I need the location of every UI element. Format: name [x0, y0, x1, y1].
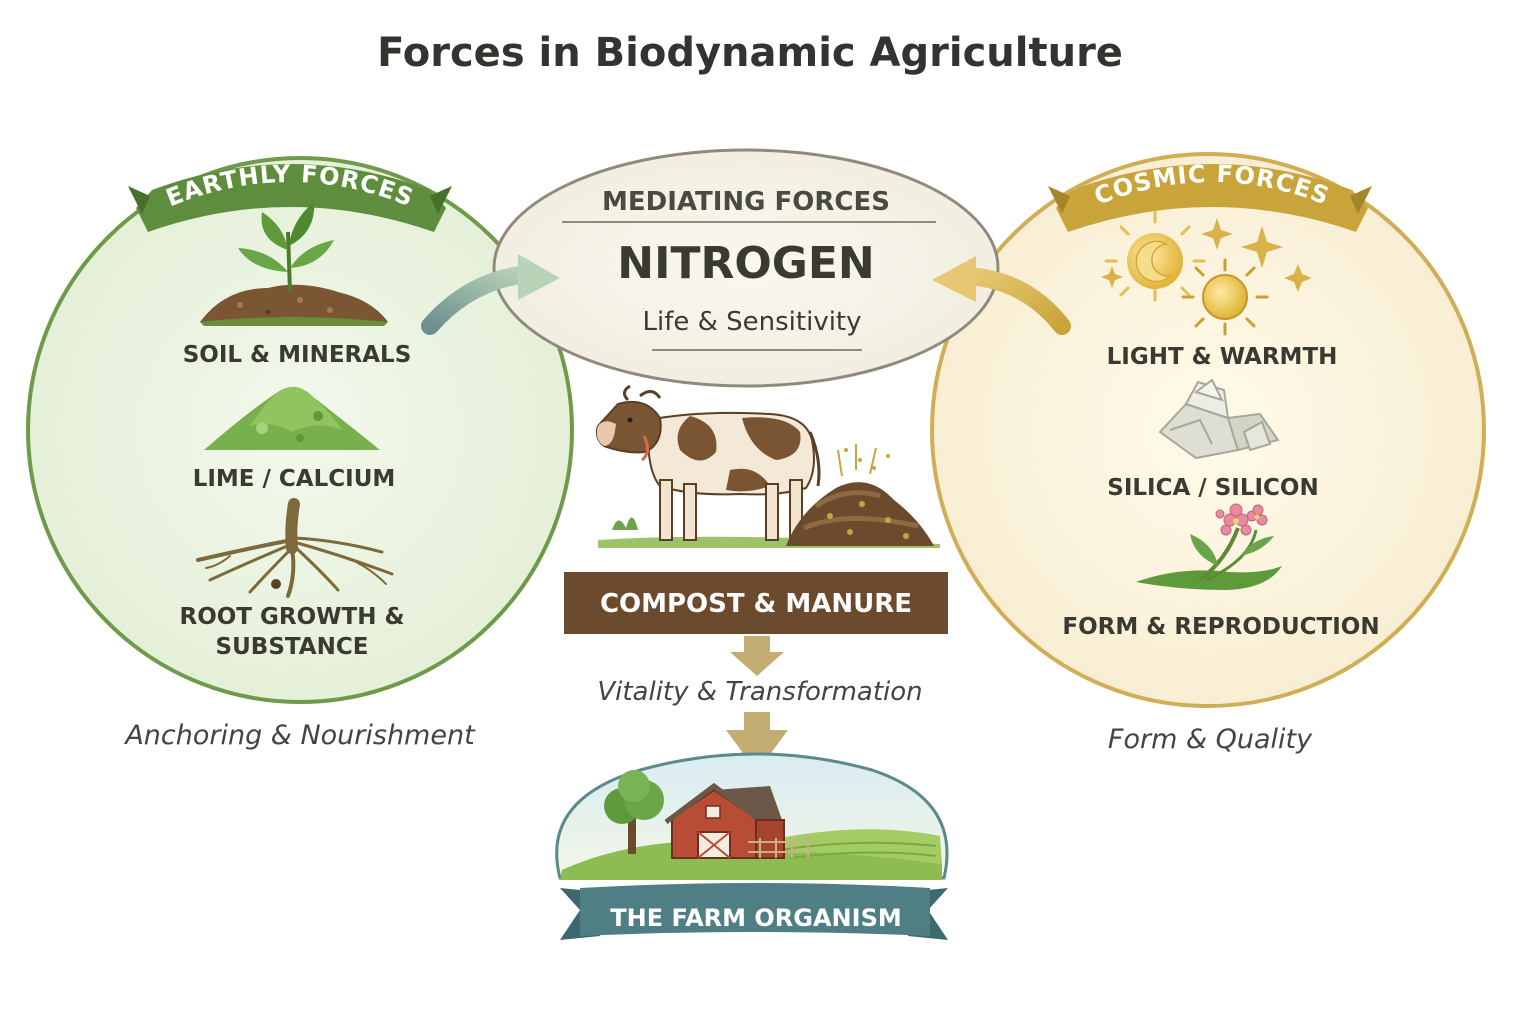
compost-down-arrow	[730, 636, 784, 676]
earthly-caption: Anchoring & Nourishment	[123, 720, 476, 751]
mediating-forces-panel: MEDIATING FORCES NITROGEN Life & Sensiti…	[492, 148, 1000, 388]
cosmic-caption: Form & Quality	[1108, 724, 1313, 755]
cosmic-item-silica: SILICA / SILICON	[1107, 475, 1318, 501]
roots-icon	[196, 498, 394, 598]
page-title: Forces in Biodynamic Agriculture	[377, 30, 1123, 76]
compost-caption: Vitality & Transformation	[597, 677, 922, 707]
earthly-item-soil: SOIL & MINERALS	[183, 342, 412, 368]
silica-crystal-icon	[1158, 378, 1280, 460]
earthly-item-substance: SUBSTANCE	[216, 634, 369, 660]
compost-manure-box: COMPOST & MANURE	[564, 572, 948, 634]
compost-manure-label: COMPOST & MANURE	[600, 589, 912, 619]
farm-organism-banner: THE FARM ORGANISM	[560, 883, 948, 940]
cosmic-forces-panel: COSMIC FORCES LIGHT	[930, 152, 1486, 755]
mediating-title: NITROGEN	[617, 238, 875, 289]
earthly-item-lime: LIME / CALCIUM	[193, 466, 396, 492]
lime-mound-icon	[204, 386, 380, 450]
earthly-item-roots: ROOT GROWTH &	[179, 604, 404, 630]
manure-pile-icon	[786, 444, 934, 546]
earthly-to-nitrogen-arrow	[421, 254, 560, 335]
cosmic-item-form: FORM & REPRODUCTION	[1062, 614, 1379, 640]
farm-down-arrow	[726, 712, 788, 772]
farm-organism-label: THE FARM ORGANISM	[610, 904, 901, 932]
farm-landscape-icon	[555, 752, 949, 880]
seedling-soil-icon	[200, 202, 388, 326]
mediating-subtitle: Life & Sensitivity	[642, 307, 861, 337]
cosmic-item-light: LIGHT & WARMTH	[1107, 344, 1338, 370]
cosmic-to-nitrogen-arrow	[932, 256, 1071, 335]
sun-moon-stars-icon	[1101, 210, 1312, 336]
flowering-plant-icon	[1136, 503, 1282, 590]
earthly-forces-panel: EARTHLY FORCES SOIL & MINERALS LIME / CA…	[26, 156, 574, 751]
cow-icon	[595, 384, 940, 548]
mediating-header: MEDIATING FORCES	[602, 187, 890, 217]
